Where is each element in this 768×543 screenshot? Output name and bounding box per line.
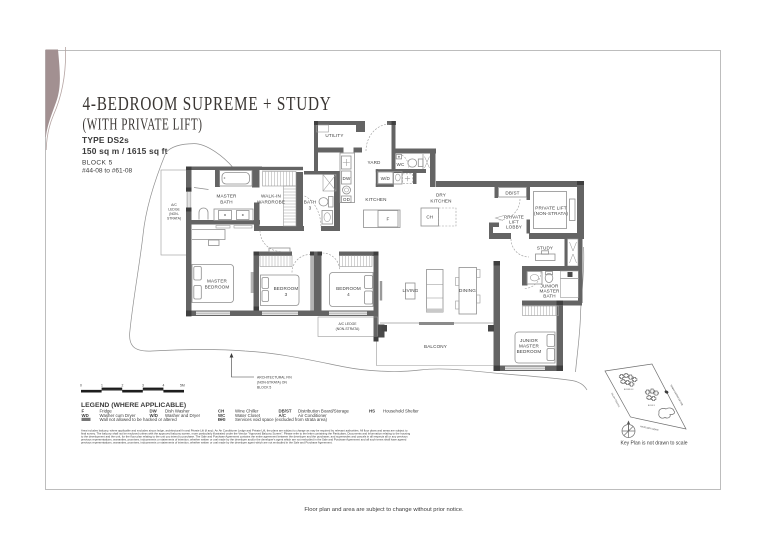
svg-text:STRATA): STRATA) <box>167 217 181 221</box>
svg-text:previous representations, warr: previous representations, warranties, pr… <box>81 441 333 445</box>
svg-text:Washer and Dryer: Washer and Dryer <box>165 413 201 418</box>
svg-text:final survey. The balcony shal: final survey. The balcony shall not be e… <box>81 432 411 436</box>
svg-text:OD: OD <box>343 197 351 202</box>
svg-text:BEDROOM: BEDROOM <box>274 286 299 291</box>
svg-text:(NON-STRATA): (NON-STRATA) <box>336 327 360 331</box>
svg-text:PRIVATE: PRIVATE <box>504 215 524 220</box>
svg-text:WALK-IN: WALK-IN <box>261 194 281 199</box>
svg-text:MASTER: MASTER <box>539 289 560 294</box>
svg-text:BLOCK 5: BLOCK 5 <box>257 386 271 390</box>
svg-text:STUDY: STUDY <box>537 246 553 251</box>
svg-text:A/C: A/C <box>171 203 177 207</box>
svg-text:WARDROBE: WARDROBE <box>257 200 285 205</box>
svg-text:LIFT: LIFT <box>509 220 519 225</box>
svg-text:WC: WC <box>397 162 405 167</box>
svg-text:MASTER: MASTER <box>216 194 237 199</box>
svg-text:3: 3 <box>309 206 312 211</box>
svg-text:HS: HS <box>369 409 375 414</box>
svg-text:(NON-: (NON- <box>169 212 179 216</box>
svg-text:JUNIOR: JUNIOR <box>541 284 560 289</box>
svg-text:Services void space (excluded: Services void space (excluded from strat… <box>235 417 328 422</box>
svg-text:WD: WD <box>82 413 89 418</box>
svg-text:LOBBY: LOBBY <box>506 225 522 230</box>
svg-text:MASTER: MASTER <box>207 279 228 284</box>
svg-text:BLOCKS 1-3: BLOCKS 1-3 <box>624 389 633 391</box>
svg-text:2: 2 <box>122 384 124 388</box>
svg-text:5M: 5M <box>180 384 185 388</box>
svg-text:150 sq m / 1615 sq ft: 150 sq m / 1615 sq ft <box>82 146 168 156</box>
svg-text:to the development and the uni: to the development and the unit, for the… <box>81 435 408 439</box>
svg-text:Air Conditioner: Air Conditioner <box>298 413 327 418</box>
svg-text:previous representations, warr: previous representations, warranties, pr… <box>81 438 407 442</box>
svg-text:(NON-STRATA) ON: (NON-STRATA) ON <box>257 381 287 385</box>
svg-text:DW: DW <box>343 176 351 181</box>
svg-text:Floor plan and area are subjec: Floor plan and area are subject to chang… <box>304 507 464 513</box>
svg-text:Distribution Board/Storage: Distribution Board/Storage <box>298 409 350 414</box>
svg-text:A/C: A/C <box>279 413 287 418</box>
svg-text:3: 3 <box>285 292 288 297</box>
svg-text:BATH: BATH <box>304 200 317 205</box>
svg-text:DW: DW <box>150 409 158 414</box>
svg-text:TYPE DS2s: TYPE DS2s <box>82 135 129 145</box>
svg-text:F: F <box>82 409 85 414</box>
svg-text:LEDGE: LEDGE <box>168 208 180 212</box>
svg-text:4: 4 <box>347 292 350 297</box>
svg-text:Washer cum Dryer: Washer cum Dryer <box>100 413 137 418</box>
svg-text:3: 3 <box>142 384 144 388</box>
svg-text:CH: CH <box>218 409 224 414</box>
svg-text:Wall not allowed to be hacked: Wall not allowed to be hacked or altered <box>100 417 178 422</box>
svg-text:W/D: W/D <box>150 413 158 418</box>
svg-text:WC: WC <box>218 413 226 418</box>
svg-text:UTILITY: UTILITY <box>325 133 343 138</box>
svg-text:BEDROOM: BEDROOM <box>336 286 361 291</box>
svg-text:PRIVATE LIFT: PRIVATE LIFT <box>535 206 567 211</box>
svg-text:F: F <box>387 217 390 222</box>
svg-text:Key Plan is not drawn to scale: Key Plan is not drawn to scale <box>621 441 688 447</box>
svg-text:#44-08 to #61-08: #44-08 to #61-08 <box>82 168 133 175</box>
svg-text:4-BEDROOM SUPREME + STUDY: 4-BEDROOM SUPREME + STUDY <box>83 93 332 115</box>
svg-text:Area includes balcony, where a: Area includes balcony, where applicable … <box>81 429 408 433</box>
svg-text:BALCONY: BALCONY <box>424 344 447 349</box>
svg-text:DB/ST: DB/ST <box>279 409 292 414</box>
svg-text:D/C: D/C <box>218 417 226 422</box>
svg-text:Water Closet: Water Closet <box>235 413 261 418</box>
svg-text:BEDROOM: BEDROOM <box>517 349 542 354</box>
svg-text:Wine Chiller: Wine Chiller <box>235 409 259 414</box>
svg-text:BATH: BATH <box>543 294 556 299</box>
svg-text:A/C LEDGE: A/C LEDGE <box>338 322 357 326</box>
svg-text:YARD: YARD <box>367 160 381 165</box>
svg-text:W/D: W/D <box>381 176 391 181</box>
svg-text:KITCHEN: KITCHEN <box>430 199 451 204</box>
svg-text:LIVING: LIVING <box>403 288 419 293</box>
svg-text:JUNIOR: JUNIOR <box>520 338 539 343</box>
svg-text:BLOCK 5: BLOCK 5 <box>82 160 113 167</box>
svg-text:BLOCK 5: BLOCK 5 <box>648 405 655 407</box>
svg-text:Fridge: Fridge <box>100 409 113 414</box>
svg-text:ARCHITECTURAL FIN: ARCHITECTURAL FIN <box>257 376 292 380</box>
svg-text:DB/ST: DB/ST <box>505 191 519 196</box>
svg-text:4: 4 <box>163 384 165 388</box>
svg-text:(WITH PRIVATE LIFT): (WITH PRIVATE LIFT) <box>83 115 203 134</box>
svg-text:CH: CH <box>426 215 433 220</box>
svg-text:DRY: DRY <box>436 193 446 198</box>
svg-text:1: 1 <box>101 384 103 388</box>
svg-text:0: 0 <box>80 384 82 388</box>
svg-text:BEDROOM: BEDROOM <box>205 285 230 290</box>
svg-text:Household Shelter: Household Shelter <box>383 409 419 414</box>
svg-text:HAVELOCK ROAD: HAVELOCK ROAD <box>640 425 659 432</box>
svg-text:JALAN TERATAI: JALAN TERATAI <box>610 392 620 408</box>
svg-text:DINING: DINING <box>459 288 476 293</box>
svg-text:BATH: BATH <box>220 200 233 205</box>
svg-text:Dish Washer: Dish Washer <box>165 409 190 414</box>
svg-text:LEGEND (WHERE APPLICABLE): LEGEND (WHERE APPLICABLE) <box>81 402 186 409</box>
svg-text:MASTER: MASTER <box>519 344 540 349</box>
svg-text:KITCHEN: KITCHEN <box>365 197 386 202</box>
svg-text:(NON-STRATA): (NON-STRATA) <box>534 211 568 216</box>
